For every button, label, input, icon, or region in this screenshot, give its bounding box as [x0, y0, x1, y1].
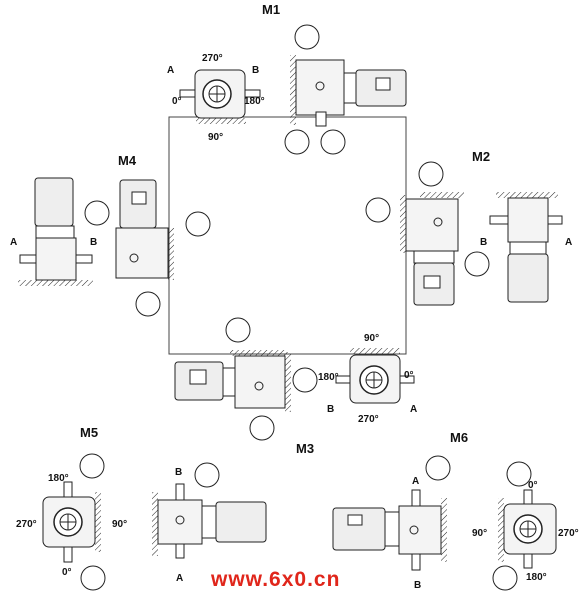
m2-vent-icon-left	[365, 197, 391, 223]
m6-vent-icon-top	[506, 461, 532, 487]
m1-0-label: 0°	[172, 96, 182, 107]
m1-b-label: B	[252, 65, 259, 76]
m3-side-view	[174, 350, 291, 412]
m2-vent-icon-right	[464, 251, 490, 277]
m5-180-label: 180°	[48, 473, 69, 484]
m6-0-label: 0°	[528, 480, 538, 491]
m2-b-label: B	[480, 237, 487, 248]
label-m2: M2	[472, 149, 490, 164]
m5-0-label: 0°	[62, 567, 72, 578]
m4-b-label: B	[90, 237, 97, 248]
m1-side-view	[290, 55, 407, 127]
m4-vent-icon-left	[84, 200, 110, 226]
m2-vent-icon-top	[418, 161, 444, 187]
m5-270-label: 270°	[16, 519, 37, 530]
m5-vent-icon-right	[194, 462, 220, 488]
m3-vent-icon-top	[225, 317, 251, 343]
m3-vent-icon-right	[292, 367, 318, 393]
m6-180-label: 180°	[526, 572, 547, 583]
m4-vent-icon-bottom	[135, 291, 161, 317]
m5-side-view	[152, 483, 267, 559]
m1-vent-icon-top	[294, 24, 320, 50]
label-m1: M1	[262, 2, 280, 17]
watermark-text: www.6x0.cn	[210, 568, 340, 591]
m3-b-label: B	[327, 404, 334, 415]
label-m6: M6	[450, 430, 468, 445]
m6-a-label: A	[412, 476, 419, 487]
m5-vent-icon-top	[79, 453, 105, 479]
m3-vent-icon-bottom	[249, 415, 275, 441]
m5-front-view	[42, 481, 101, 563]
m6-270-label: 270°	[558, 528, 579, 539]
m3-270-label: 270°	[358, 414, 379, 425]
m2-side-view	[400, 192, 464, 306]
m3-a-label: A	[410, 404, 417, 415]
m3-180-label: 180°	[318, 372, 339, 383]
m5-vent-icon-bottom	[80, 565, 106, 591]
label-m5: M5	[80, 425, 98, 440]
m1-90-label: 90°	[208, 132, 223, 143]
m2-end-view	[489, 192, 563, 303]
label-m4: M4	[118, 153, 137, 168]
m6-90-label: 90°	[472, 528, 487, 539]
m1-vent-icon-left	[284, 129, 310, 155]
m4-vent-icon-right	[185, 211, 211, 237]
m3-0-label: 0°	[404, 370, 414, 381]
m2-a-label: A	[565, 237, 572, 248]
m3-front-view	[335, 348, 415, 404]
m6-b-label: B	[414, 580, 421, 591]
m1-vent-icon-right	[320, 129, 346, 155]
m4-end-view	[18, 177, 93, 286]
m6-front-view	[498, 489, 557, 569]
central-frame	[168, 116, 407, 355]
m6-side-view	[332, 489, 447, 571]
m1-180-label: 180°	[244, 96, 265, 107]
m5-90-label: 90°	[112, 519, 127, 530]
m5-b-label: B	[175, 467, 182, 478]
m6-vent-icon-bottom	[492, 565, 518, 591]
label-m3: M3	[296, 441, 314, 456]
m6-vent-icon-top	[425, 455, 451, 481]
m1-a-label: A	[167, 65, 174, 76]
m3-90-label: 90°	[364, 333, 379, 344]
m1-front-view	[179, 69, 261, 124]
m4-side-view	[115, 179, 174, 280]
m4-a-label: A	[10, 237, 17, 248]
m1-270-label: 270°	[202, 53, 223, 64]
m5-a-label: A	[176, 573, 183, 584]
